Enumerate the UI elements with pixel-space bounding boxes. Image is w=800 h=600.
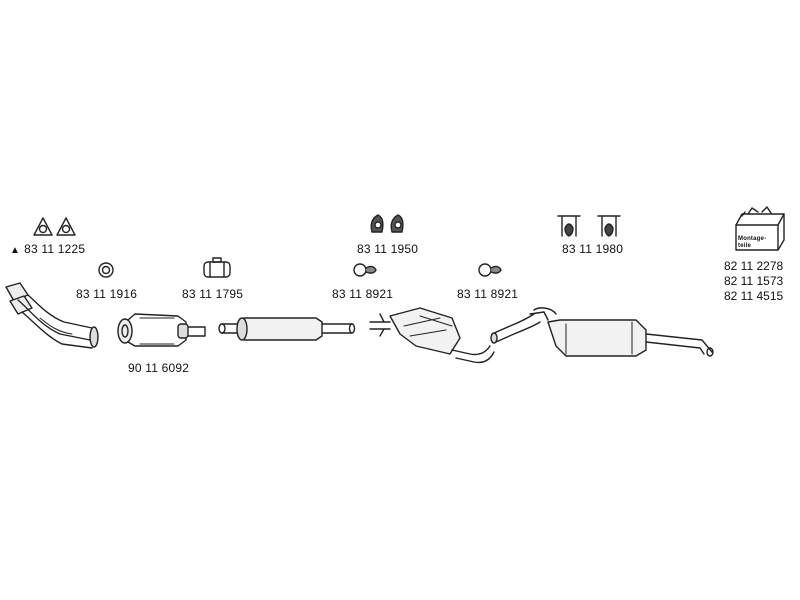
mounting-kit-icon xyxy=(735,206,785,251)
ring-mount-part-number: 83 11 8921 xyxy=(332,287,394,301)
ring-mount-part-number: 83 11 8921 xyxy=(457,287,519,301)
mounting-kit-part-number: 82 11 2278 xyxy=(724,259,784,273)
rubber-mount-part-number: 83 11 1950 xyxy=(357,242,419,256)
hanger-bracket-icon xyxy=(557,215,621,237)
mounting-kit-part-number: 82 11 4515 xyxy=(724,289,784,303)
clamp-icon xyxy=(203,257,231,278)
mounting-kit-part-number: 82 11 1573 xyxy=(724,274,784,288)
clamp-part-number: 83 11 1795 xyxy=(182,287,244,301)
catalytic-converter-part-number: 90 11 6092 xyxy=(128,361,190,375)
catalytic-converter-icon xyxy=(117,313,206,347)
ring-mount-icon xyxy=(353,263,377,277)
rear-muffler-icon xyxy=(490,307,714,357)
triangle-gasket-icon xyxy=(33,217,76,236)
front-pipe-icon xyxy=(5,282,99,349)
rubber-mount-icon xyxy=(370,214,404,233)
front-muffler-icon xyxy=(369,307,495,364)
ring-gasket-icon xyxy=(98,262,114,278)
ring-gasket-part-number: 83 11 1916 xyxy=(76,287,138,301)
mounting-kit-label: Montage-teile xyxy=(738,236,767,249)
ring-mount-icon xyxy=(478,263,502,277)
gasket-flange-label: 83 11 1225 xyxy=(24,242,86,256)
hanger-bracket-part-number: 83 11 1980 xyxy=(562,242,624,256)
center-pipe-icon xyxy=(218,317,356,341)
triangle-marker-icon: ▲ xyxy=(10,245,21,256)
mounting-kit-part-numbers: 82 11 2278 82 11 1573 82 11 4515 xyxy=(724,259,783,304)
gasket-flange-part-number: ▲83 11 1225 xyxy=(10,242,85,256)
